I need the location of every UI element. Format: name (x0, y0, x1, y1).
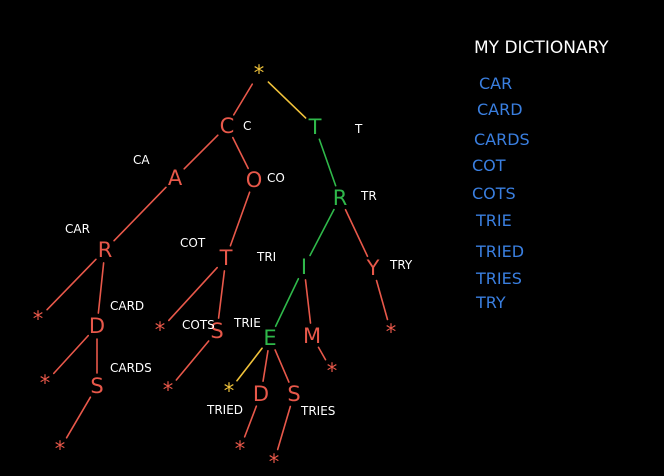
trie-node: I (301, 255, 307, 279)
end-marker-node: * (40, 371, 51, 395)
trie-node: D (89, 314, 105, 338)
trie-edge (236, 347, 263, 382)
dictionary-word: TRIES (475, 269, 522, 288)
prefix-label: TR (360, 189, 377, 203)
prefix-label: CO (267, 171, 285, 185)
trie-edge (217, 270, 226, 319)
trie-node: R (98, 238, 113, 262)
trie-edge (167, 266, 219, 322)
trie-node: S (287, 382, 300, 406)
trie-edge (183, 134, 219, 170)
prefix-label: COT (180, 236, 206, 250)
trie-node: R (333, 186, 348, 210)
trie-edge (97, 262, 105, 314)
trie-edge (276, 405, 292, 451)
end-marker-node: * (33, 307, 44, 331)
prefix-label: TRIED (206, 403, 243, 417)
dictionary-word: TRIED (475, 242, 524, 261)
end-marker-node: * (163, 378, 174, 402)
trie-edge (65, 396, 92, 439)
prefix-label: CARDS (110, 361, 152, 375)
trie-edge (229, 191, 251, 247)
trie-edge (175, 340, 210, 381)
trie-node: E (263, 326, 276, 350)
prefix-label: TRIES (300, 404, 335, 418)
trie-edge (309, 208, 335, 257)
dictionary-title: MY DICTIONARY (474, 38, 609, 58)
prefix-label: CAR (65, 222, 90, 236)
end-marker-node: * (155, 318, 166, 342)
trie-node: T (308, 115, 322, 139)
trie-edge (375, 279, 389, 321)
prefix-label: CA (133, 153, 150, 167)
end-marker-node: * (386, 320, 397, 344)
trie-node: D (253, 382, 269, 406)
trie-node: C (220, 114, 235, 138)
dictionary-word: COTS (472, 184, 516, 203)
trie-node: O (246, 168, 263, 192)
trie-edge (274, 277, 300, 328)
trie-edge (46, 258, 97, 311)
prefix-label: CARD (110, 299, 144, 313)
dictionary-word: CAR (479, 74, 512, 93)
trie-edge (52, 334, 90, 375)
trie-edge (318, 138, 337, 187)
end-marker-node: * (235, 437, 246, 461)
prefix-label: COTS (182, 318, 215, 332)
trie-edge (243, 405, 258, 438)
trie-edge (232, 136, 249, 170)
trie-edge (262, 350, 269, 382)
dictionary-word: TRIE (475, 211, 512, 230)
trie-edge (113, 186, 167, 242)
trie-node: Y (366, 256, 380, 280)
trie-edge (304, 279, 312, 324)
trie-node: M (303, 324, 321, 348)
dictionary-word: TRY (475, 293, 506, 312)
trie-edge (267, 81, 307, 119)
dictionary-panel: MY DICTIONARY CAR CARD CARDS COT COTS TR… (472, 38, 609, 312)
trie-node: T (219, 246, 233, 270)
trie-node: S (90, 374, 103, 398)
dictionary-word: CARDS (474, 130, 530, 149)
end-marker-node: * (55, 437, 66, 461)
prefix-label: TRIE (233, 316, 261, 330)
trie-edges (46, 81, 389, 451)
trie-edge (232, 83, 254, 116)
prefix-label: T (354, 122, 363, 136)
trie-node: A (168, 166, 183, 190)
trie-edge (317, 346, 327, 361)
end-marker-node: * (224, 379, 235, 403)
dictionary-word: COT (472, 156, 506, 175)
prefix-label: TRY (389, 258, 413, 272)
trie-edge (344, 208, 369, 258)
prefix-label: TRI (256, 250, 276, 264)
trie-edge (274, 349, 290, 383)
end-marker-node: * (269, 450, 280, 474)
end-marker-node: * (327, 359, 338, 383)
end-marker-node: * (254, 61, 265, 85)
trie-node: S (210, 319, 223, 343)
dictionary-word: CARD (477, 100, 523, 119)
prefix-label: C (243, 119, 251, 133)
